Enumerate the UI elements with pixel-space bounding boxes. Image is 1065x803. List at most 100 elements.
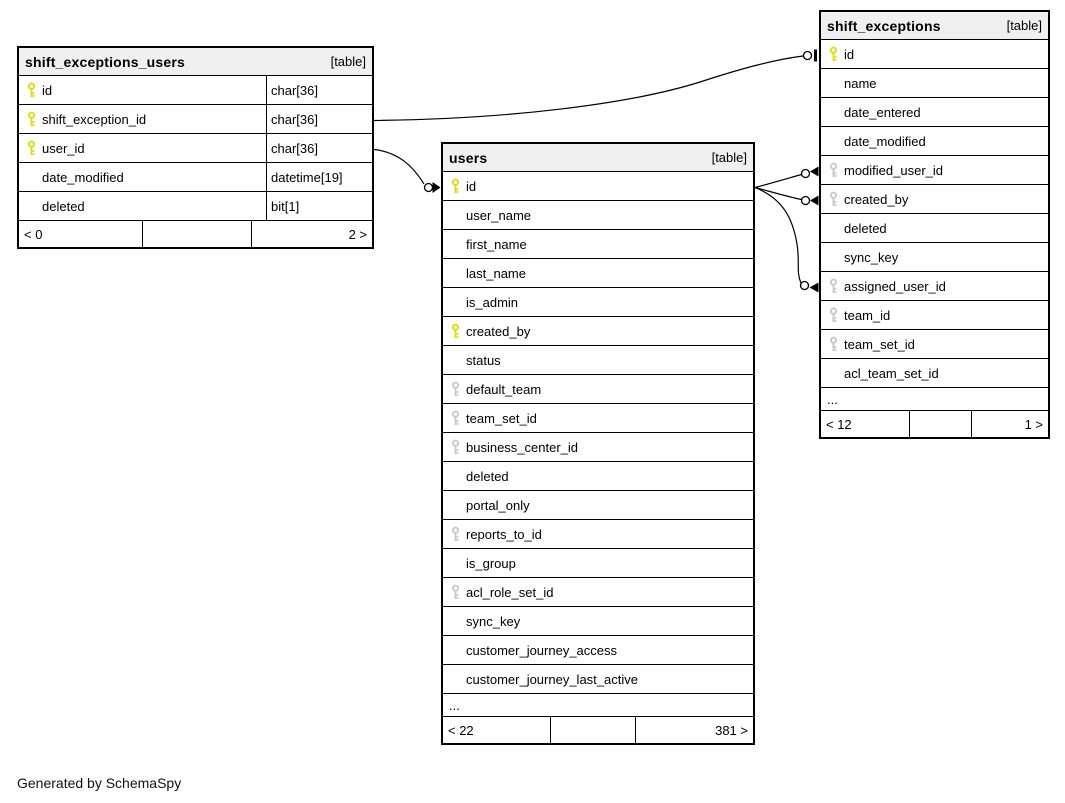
column-row-team_set_id: team_set_id [821,330,1048,359]
column-row-first_name: first_name [443,230,753,259]
column-type: char[36] [266,134,372,162]
column-name: assigned_user_id [844,278,946,294]
children-count: < 0 [19,221,143,247]
column-row-id: id [443,172,753,201]
column-name: id [466,178,477,194]
column-row-customer_journey_last_active: customer_journey_last_active [443,665,753,694]
relationship-users-id-to-created_by [754,186,819,206]
zero-circle-marker [800,168,811,179]
column-name: name [844,75,877,91]
column-row-deleted: deleted [821,214,1048,243]
column-row-date_entered: date_entered [821,98,1048,127]
column-row-id: id [821,40,1048,69]
generator-note: Generated by SchemaSpy [17,775,182,791]
zero-circle-marker [800,195,811,206]
column-row-acl_team_set_id: acl_team_set_id [821,359,1048,388]
parents-count: 1 > [1024,416,1043,432]
column-row-sync_key: sync_key [443,607,753,636]
ellipsis-row: ... [443,694,753,717]
column-name: created_by [844,191,909,207]
foreign-key-icon [825,162,842,178]
zero-circle-marker [423,182,434,193]
column-type: char[36] [266,105,372,133]
table-title[interactable]: users [449,149,488,166]
column-name: reports_to_id [466,526,542,542]
relationship-users-id-to-assigned_user_id [754,186,819,293]
foreign-key-icon [447,526,464,542]
relationship-shift_exception_id-to-shift_exceptions-id [373,49,817,122]
table-header[interactable]: shift_exceptions_users [table] [19,48,372,76]
column-name: shift_exception_id [42,111,147,127]
table-type-tag: [table] [711,150,747,165]
parents-count: 381 > [715,722,748,738]
table-users: users [table] id user_name first_name last_… [441,142,755,745]
column-name: id [42,82,53,98]
column-row-portal_only: portal_only [443,491,753,520]
relationship-user_id-to-users-id [373,148,441,193]
column-name: acl_role_set_id [466,584,554,600]
column-row-team_id: team_id [821,301,1048,330]
primary-key-icon [23,111,40,127]
table-title[interactable]: shift_exceptions_users [25,53,186,70]
column-row-reports_to_id: reports_to_id [443,520,753,549]
column-name: sync_key [844,249,899,265]
column-row-date_modified: date_modified [821,127,1048,156]
column-name: business_center_id [466,439,579,455]
children-count: < 12 [821,411,910,437]
column-name: modified_user_id [844,162,944,178]
column-name: sync_key [466,613,521,629]
column-name: customer_journey_last_active [466,671,638,687]
column-row-created_by: created_by [443,317,753,346]
footer-spacer [143,221,252,247]
column-name: default_team [466,381,542,397]
foreign-key-icon [447,439,464,455]
table-type-tag: [table] [1006,18,1042,33]
column-row-customer_journey_access: customer_journey_access [443,636,753,665]
column-name: id [844,46,855,62]
table-header[interactable]: users [table] [443,144,753,172]
zero-circle-marker [802,50,813,61]
column-row-modified_user_id: modified_user_id [821,156,1048,185]
column-name: status [466,352,501,368]
column-name: last_name [466,265,526,281]
foreign-key-icon [825,191,842,207]
column-name: date_modified [844,133,926,149]
column-name: is_admin [466,294,519,310]
column-row-shift_exception_id: shift_exception_id char[36] [19,105,372,134]
crow-foot-marker [810,166,819,177]
crow-foot-marker [810,195,819,206]
column-name: portal_only [466,497,530,513]
column-row-business_center_id: business_center_id [443,433,753,462]
primary-key-icon [23,140,40,156]
column-name: created_by [466,323,531,339]
footer-spacer [551,717,636,743]
column-name: user_name [466,207,532,223]
table-type-tag: [table] [330,54,366,69]
column-name: team_set_id [844,336,915,352]
table-shift_exceptions_users: shift_exceptions_users [table] id char[36… [17,46,374,249]
relationship-users-id-to-modified_user_id [754,166,819,189]
table-shift_exceptions: shift_exceptions [table] id name date_ente… [819,10,1050,439]
column-name: deleted [466,468,509,484]
primary-key-icon [447,178,464,194]
column-type: bit[1] [266,192,372,220]
zero-circle-marker [799,280,810,291]
column-row-deleted: deleted [443,462,753,491]
column-row-sync_key: sync_key [821,243,1048,272]
primary-key-icon [447,323,464,339]
column-name: deleted [844,220,887,236]
column-name: customer_journey_access [466,642,618,658]
column-name: first_name [466,236,527,252]
column-row-status: status [443,346,753,375]
primary-key-icon [825,46,842,62]
table-title[interactable]: shift_exceptions [827,17,941,34]
column-row-created_by: created_by [821,185,1048,214]
column-row-default_team: default_team [443,375,753,404]
column-name: team_set_id [466,410,537,426]
table-header[interactable]: shift_exceptions [table] [821,12,1048,40]
footer-spacer [910,411,972,437]
